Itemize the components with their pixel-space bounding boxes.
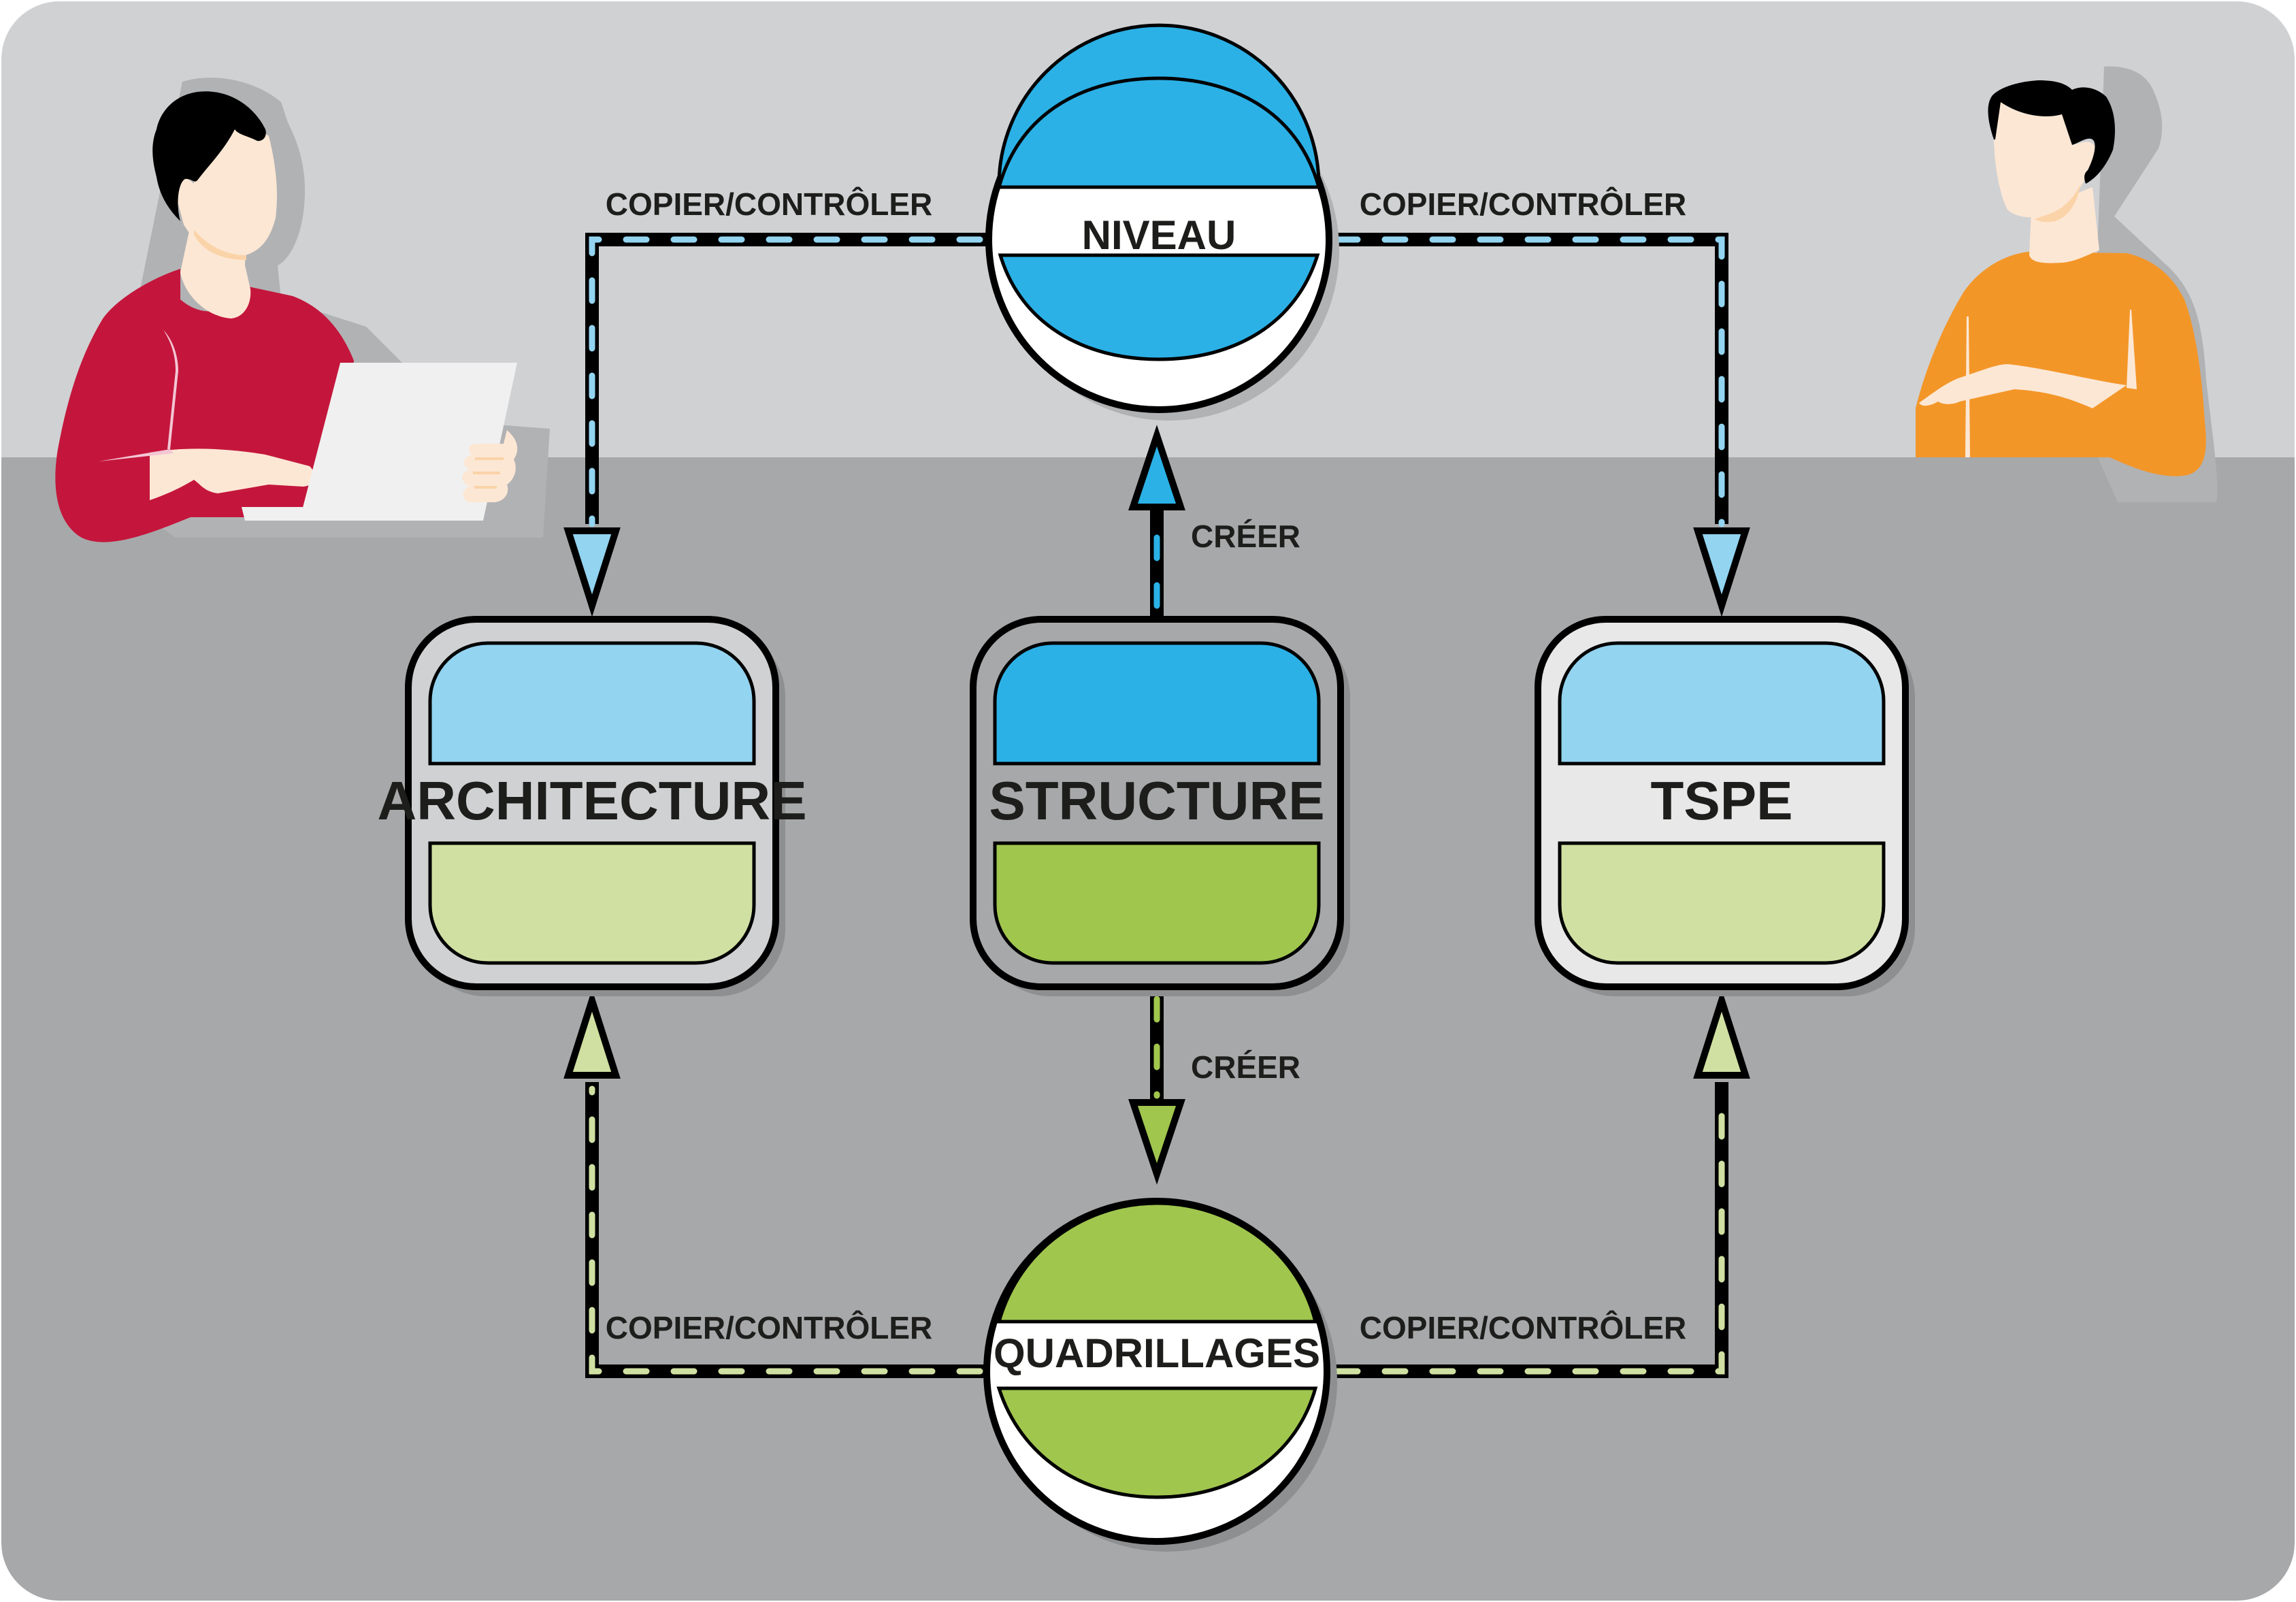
node-niveau[interactable]: NIVEAU bbox=[985, 23, 1339, 421]
node-label: TSPE bbox=[1651, 770, 1793, 831]
node-label: ARCHITECTURE bbox=[377, 770, 806, 831]
node-structure[interactable]: STRUCTURE bbox=[970, 616, 1350, 996]
arrow-down-icon bbox=[1128, 1099, 1185, 1185]
edge-niveau-to-architecture: COPIER/CONTRÔLER bbox=[563, 186, 989, 617]
edge-niveau-to-tspe: COPIER/CONTRÔLER bbox=[1329, 186, 1750, 617]
node-label: NIVEAU bbox=[1082, 212, 1236, 258]
node-label: QUADRILLAGES bbox=[994, 1330, 1320, 1376]
edge-label: COPIER/CONTRÔLER bbox=[1360, 1310, 1686, 1345]
edge-quadrillages-to-tspe: COPIER/CONTRÔLER bbox=[1327, 989, 1750, 1378]
node-tspe[interactable]: TSPE bbox=[1535, 616, 1915, 996]
edge-label: CRÉER bbox=[1191, 1049, 1300, 1085]
arrow-down-icon bbox=[563, 527, 621, 617]
node-architecture[interactable]: ARCHITECTURE bbox=[377, 616, 807, 996]
person-with-laptop-icon bbox=[55, 78, 550, 542]
arrow-down-icon bbox=[1693, 527, 1750, 617]
edge-structure-to-quadrillages: CRÉER bbox=[1128, 990, 1300, 1185]
arrow-up-icon bbox=[563, 989, 621, 1079]
grid-circle-icon bbox=[996, 1201, 1318, 1324]
person-gesturing-icon bbox=[1916, 66, 2218, 503]
edge-quadrillages-to-architecture: COPIER/CONTRÔLER bbox=[563, 989, 988, 1378]
edge-label: COPIER/CONTRÔLER bbox=[606, 1310, 932, 1345]
arrow-up-icon bbox=[1128, 425, 1185, 510]
node-quadrillages[interactable]: QUADRILLAGES bbox=[983, 1198, 1337, 1552]
node-label: STRUCTURE bbox=[989, 770, 1324, 831]
edge-label: COPIER/CONTRÔLER bbox=[1360, 186, 1686, 222]
edge-label: CRÉER bbox=[1191, 519, 1300, 554]
edge-structure-to-niveau: CRÉER bbox=[1128, 425, 1300, 619]
edge-label: COPIER/CONTRÔLER bbox=[606, 186, 932, 222]
arrow-up-icon bbox=[1693, 989, 1750, 1079]
